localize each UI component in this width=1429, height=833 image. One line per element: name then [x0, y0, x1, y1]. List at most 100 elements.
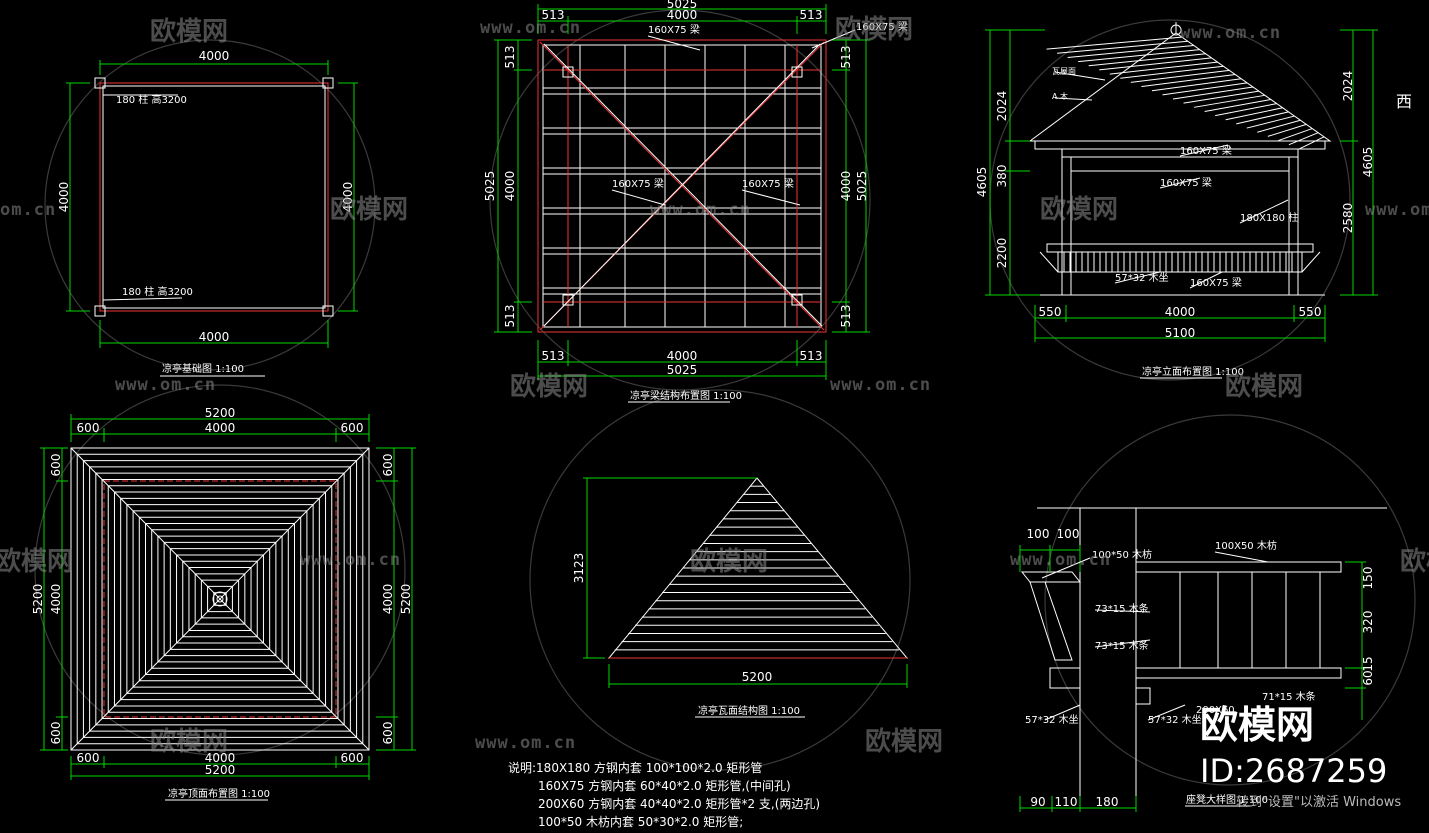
pavilion-elevation: 2024 380 2200 4605 2024 2580 4605 550 40…	[975, 22, 1412, 379]
detail-dim-right-c: 60	[1361, 670, 1375, 685]
watermark-circles	[34, 9, 1416, 786]
beam-dim-bot-c: 513	[800, 349, 823, 363]
foundation-post-note-top: 180 柱 高3200	[116, 93, 187, 106]
beam-dim-top-c: 513	[800, 8, 823, 22]
hatch-line	[1246, 115, 1295, 129]
roofplan-title: 凉亭顶面布置图 1:100	[168, 787, 270, 800]
detail-dim-right-b: 320	[1361, 611, 1375, 634]
hatch-line	[1078, 49, 1200, 63]
detail-dim-bot-a: 90	[1030, 795, 1045, 809]
beam-dim-left-total: 5025	[483, 171, 497, 202]
elev-dim-bot-c: 550	[1299, 305, 1322, 319]
hatch-line	[1257, 119, 1301, 133]
bench-detail: 100 100 90 110 180 150 320 60 15 100*50 …	[1019, 507, 1387, 812]
beam-dim-bot-b: 4000	[667, 349, 698, 363]
beam-dim-top-a: 513	[542, 8, 565, 22]
beam-dim-right-c: 513	[839, 305, 853, 328]
note-line-3: 200X60 方钢内套 40*40*2.0 矩形管*2 支,(两边孔)	[538, 796, 820, 811]
roofplan-dim-top-a: 600	[77, 421, 100, 435]
watermark-url-3: www.om.cn	[650, 200, 751, 220]
hatch-line	[1278, 128, 1313, 142]
foundation-post-note-bottom: 180 柱 高3200	[122, 285, 193, 298]
beam-dim-right-total: 5025	[855, 171, 869, 202]
hatch-line	[1057, 40, 1188, 54]
detail-note-d: 73*15 木条	[1095, 639, 1149, 652]
hatch-line	[1193, 94, 1265, 108]
note-line-1: 说明:180X180 方钢内套 100*100*2.0 矩形管	[508, 760, 762, 775]
elev-note-roof2: A 木	[1052, 91, 1068, 101]
roofplan-dim-left-total: 5200	[31, 584, 45, 615]
beam-plan: 5025 513 4000 513 513 4000 513 5025 513 …	[483, 0, 908, 403]
watermark-url-1: www.om.cn	[1180, 23, 1281, 43]
detail-note-c: 73*15 木条	[1095, 602, 1149, 615]
elev-dim-left-total: 4605	[975, 167, 989, 198]
detail-dim-right-d: 15	[1361, 656, 1375, 671]
hatch-line	[1130, 69, 1230, 83]
elev-dim-right-b: 2580	[1341, 203, 1355, 234]
beam-dim-top-b: 4000	[667, 8, 698, 22]
hatch-line	[1151, 78, 1242, 92]
roofsection-title: 凉亭瓦面结构图 1:100	[698, 704, 800, 717]
elev-note-bench2: 160X75 梁	[1190, 276, 1242, 289]
hatch-line	[1141, 74, 1236, 88]
watermark-brand-4: 欧模网	[1040, 194, 1118, 225]
watermark-url-5: om.cn	[0, 200, 56, 220]
watermark-brand-1: 欧模网	[150, 16, 228, 47]
beam-note-right: 160X75 梁	[742, 177, 794, 190]
elev-note-roof1: 瓦屋面	[1052, 67, 1076, 76]
elev-title: 凉亭立面布置图 1:100	[1142, 365, 1244, 378]
hatch-line	[1162, 82, 1248, 96]
detail-dim-bot-c: 180	[1096, 795, 1119, 809]
hatch-line	[1046, 36, 1182, 50]
beam-dim-right-b: 4000	[839, 171, 853, 202]
watermark-brand-11: 欧模网	[865, 726, 943, 757]
beam-dim-left-c: 513	[503, 305, 517, 328]
hatch-line	[1267, 123, 1307, 137]
hatch-line	[1288, 132, 1319, 146]
beam-dim-bot-a: 513	[542, 349, 565, 363]
watermark-brand-3: 欧模网	[330, 194, 408, 225]
foundation-dim-right: 4000	[341, 182, 355, 213]
roofplan-dim-left-c: 600	[49, 722, 63, 745]
detail-dim-bot-b: 110	[1055, 795, 1078, 809]
watermark-brand-8: 欧模网	[690, 546, 768, 577]
roofplan-dim-bot-total: 5200	[205, 763, 236, 777]
hatch-line	[1088, 53, 1206, 67]
roofplan-dim-left-b: 4000	[49, 584, 63, 615]
watermark-url-6: www.om.cn	[115, 375, 216, 395]
elev-dim-bot-total: 5100	[1165, 326, 1196, 340]
hatch-line	[1120, 65, 1224, 79]
watermark-brand-5: 欧模网	[510, 371, 588, 402]
hatch-line	[1183, 90, 1260, 104]
watermark-url-9: www.om.cn	[1010, 550, 1111, 570]
beam-dim-top-total: 5025	[667, 0, 698, 11]
beam-dim-bot-total: 5025	[667, 363, 698, 377]
watermark-brand-2: 欧模网	[835, 14, 913, 45]
roofsection-dim-height: 3123	[572, 553, 586, 584]
detail-note-g: 57*32 木坐	[1148, 714, 1202, 726]
watermark-url-8: www.om.cn	[300, 550, 401, 570]
elev-note-post: 180X180 柱	[1240, 211, 1298, 224]
detail-dim-top-b: 100	[1057, 527, 1080, 541]
hatch-line	[1204, 98, 1271, 112]
roofplan-dim-bot-a: 600	[77, 751, 100, 765]
hatch-line	[1215, 103, 1277, 117]
foundation-dim-top: 4000	[199, 49, 230, 63]
detail-dim-right-a: 150	[1361, 567, 1375, 590]
beam-note-left: 160X75 梁	[612, 177, 664, 190]
roofplan-dim-top-total: 5200	[205, 406, 236, 420]
detail-dim-top-a: 100	[1027, 527, 1050, 541]
foundation-dim-left: 4000	[57, 182, 71, 213]
roof-tile-section: 3123 5200 凉亭瓦面结构图 1:100	[572, 477, 909, 718]
detail-note-b: 100X50 木枋	[1215, 539, 1277, 552]
watermark-id: ID:2687259	[1200, 752, 1387, 790]
elev-dim-bot-b: 4000	[1165, 305, 1196, 319]
roofsection-dim-width: 5200	[742, 670, 773, 684]
hatch-line	[1099, 57, 1212, 71]
foundation-dim-bottom: 4000	[199, 330, 230, 344]
roofplan-dim-bot-b: 4000	[205, 751, 236, 765]
watermark-url-2: www.om.cn	[480, 18, 581, 38]
roofplan-dim-right-a: 600	[381, 454, 395, 477]
watermark-url-10: www.om.cn	[475, 733, 576, 753]
